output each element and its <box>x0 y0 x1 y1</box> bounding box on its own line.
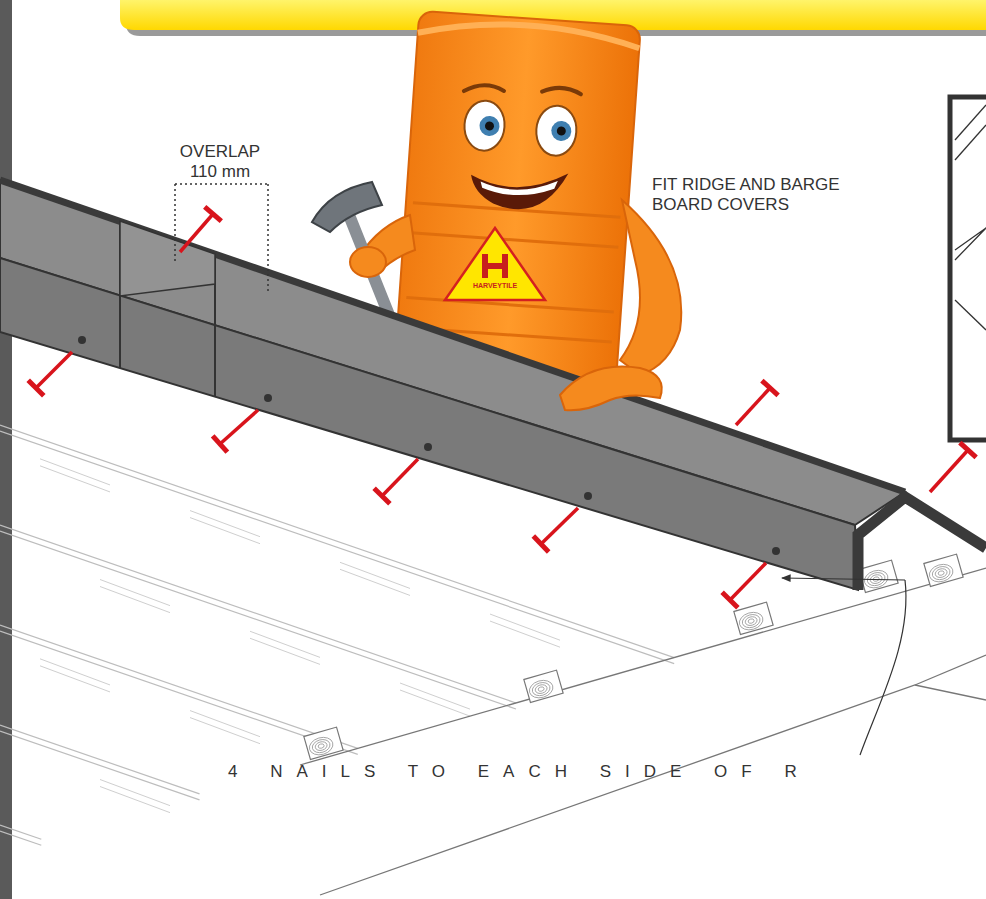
logo-h <box>482 254 508 278</box>
logo-triangle <box>445 228 545 300</box>
nail-note: 4 NAILS TO EACH SIDE OF R <box>228 762 811 782</box>
instruction-note: FIT RIDGE AND BARGE BOARD COVERS <box>652 175 867 216</box>
dimension-label: OVERLAP 110 mm <box>171 142 269 183</box>
overlap-dimension <box>175 184 268 292</box>
mascot-hand <box>560 367 662 411</box>
page-border <box>0 0 12 899</box>
leader-line <box>782 578 906 755</box>
ridge-cover <box>0 180 986 590</box>
nail-symbols <box>28 207 976 608</box>
logo-text: HARVEYTILE <box>470 282 520 290</box>
batten-ends <box>304 554 963 759</box>
barge-board <box>300 568 986 895</box>
inset-box <box>950 97 986 440</box>
